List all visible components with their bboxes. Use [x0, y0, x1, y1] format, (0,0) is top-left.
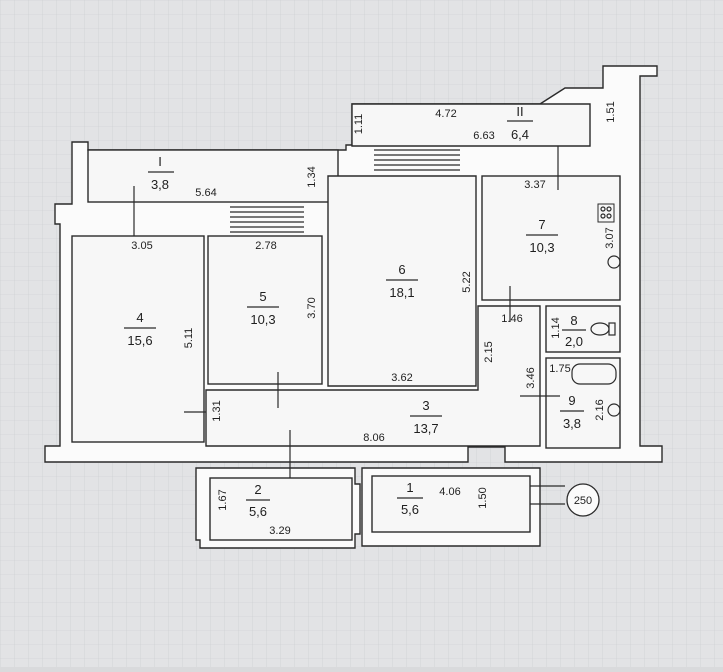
dim-3-46: 3.46	[525, 367, 537, 388]
svg-text:2,0: 2,0	[565, 334, 583, 349]
room-8-outline	[545, 305, 621, 353]
dim-3-07: 3.07	[604, 227, 616, 248]
dim-2-16: 2.16	[594, 399, 606, 420]
stair-hatch-left	[230, 206, 304, 233]
svg-text:18,1: 18,1	[389, 285, 414, 300]
room-1-label: 1 5,6	[397, 480, 423, 517]
dim-3-37: 3.37	[524, 179, 545, 191]
dim-5-11: 5.11	[183, 328, 195, 349]
fixtures	[133, 146, 621, 505]
svg-text:7: 7	[538, 217, 545, 232]
room-2-label: 2 5,6	[246, 482, 270, 519]
svg-text:5: 5	[259, 289, 266, 304]
room-5-outline	[207, 235, 323, 385]
svg-text:10,3: 10,3	[529, 240, 554, 255]
svg-text:3: 3	[422, 398, 429, 413]
stove-icon	[597, 203, 615, 223]
room-4-outline	[71, 235, 205, 443]
dim-2-15: 2.15	[483, 341, 495, 362]
dim-1-46: 1.46	[501, 313, 522, 325]
svg-text:2: 2	[254, 482, 261, 497]
room-II-label: II 6,4	[507, 104, 533, 142]
dim-1-67: 1.67	[217, 489, 229, 510]
toilet-icon	[590, 322, 616, 336]
dim-1-31: 1.31	[211, 400, 223, 421]
room-3-outline	[205, 305, 541, 447]
dim-3-70: 3.70	[306, 297, 318, 318]
dim-1-50: 1.50	[477, 487, 489, 508]
bathtub-icon	[571, 363, 617, 385]
room-8-label: 8 2,0	[562, 313, 586, 349]
bath-sink-icon	[607, 403, 621, 417]
dimension-labels: 4.72 1.11 1.51 6.63 5.64 1.34 3.37 3.05 …	[131, 101, 617, 537]
dim-4-72: 4.72	[435, 108, 456, 120]
svg-text:3,8: 3,8	[563, 416, 581, 431]
dim-5-22: 5.22	[461, 271, 473, 292]
svg-text:6: 6	[398, 262, 405, 277]
svg-text:4: 4	[136, 310, 143, 325]
svg-text:10,3: 10,3	[250, 312, 275, 327]
dim-2-78: 2.78	[255, 240, 276, 252]
svg-text:I: I	[158, 154, 162, 169]
dim-6-63: 6.63	[473, 130, 494, 142]
room-4-label: 4 15,6	[124, 310, 156, 348]
room-3-label: 3 13,7	[410, 398, 442, 436]
dim-3-05: 3.05	[131, 240, 152, 252]
room-7-label: 7 10,3	[526, 217, 558, 255]
svg-text:15,6: 15,6	[127, 333, 152, 348]
dim-8-06: 8.06	[363, 432, 384, 444]
svg-text:II: II	[516, 104, 523, 119]
kitchen-sink-icon	[607, 255, 621, 269]
dim-3-29: 3.29	[269, 525, 290, 537]
room-7-outline	[481, 175, 621, 301]
dim-3-62: 3.62	[391, 372, 412, 384]
svg-text:6,4: 6,4	[511, 127, 529, 142]
svg-text:3,8: 3,8	[151, 177, 169, 192]
rooms	[71, 103, 621, 541]
dim-1-34: 1.34	[306, 166, 318, 187]
room-1-outline	[371, 475, 531, 533]
room-2-outline	[209, 477, 353, 541]
room-6-outline	[327, 175, 477, 387]
svg-text:13,7: 13,7	[413, 421, 438, 436]
dim-1-75: 1.75	[549, 363, 570, 375]
dim-4-06: 4.06	[439, 486, 460, 498]
plan-number-badge: 250	[566, 483, 600, 517]
svg-text:5,6: 5,6	[401, 502, 419, 517]
svg-text:5,6: 5,6	[249, 504, 267, 519]
svg-text:8: 8	[570, 313, 577, 328]
dim-1-51: 1.51	[605, 101, 617, 122]
dim-1-14: 1.14	[550, 317, 562, 338]
svg-text:1: 1	[406, 480, 413, 495]
dim-1-11: 1.11	[353, 114, 365, 135]
svg-text:9: 9	[568, 393, 575, 408]
door-marks	[133, 146, 565, 505]
dim-5-64: 5.64	[195, 187, 216, 199]
room-9-outline	[545, 357, 621, 449]
svg-text:250: 250	[574, 495, 592, 507]
room-I-label: I 3,8	[148, 154, 174, 192]
room-labels: I 3,8 II 6,4 4 15,6 5 10,3 6 18,1 7 10,3	[124, 104, 586, 519]
room-II-outline	[351, 103, 591, 147]
room-5-label: 5 10,3	[247, 289, 279, 327]
room-6-label: 6 18,1	[386, 262, 418, 300]
stair-hatch-right	[374, 149, 460, 171]
room-9-label: 9 3,8	[560, 393, 584, 431]
